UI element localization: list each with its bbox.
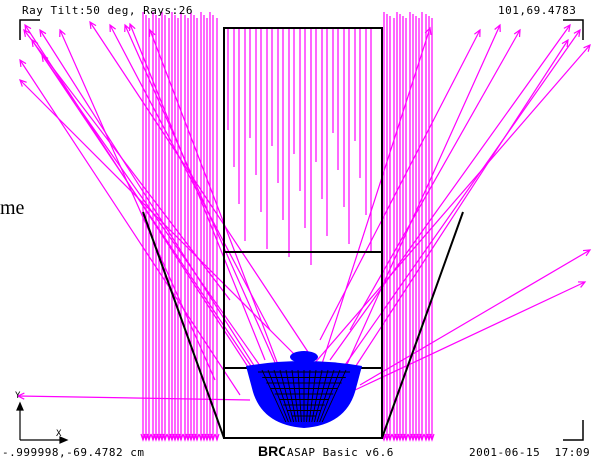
timestamp: 2001-06-15 17:09 [469,446,591,459]
diagonal-ray [339,24,501,381]
ray-arrowhead [403,433,409,442]
ray-arrowhead [59,28,66,38]
diagonal-ray [41,54,271,381]
diagonal-ray [23,29,231,301]
bottom-left-coordinate: -.999998,-69.4782 cm [2,446,145,459]
diagonal-ray [354,281,586,391]
grid-line [297,369,302,423]
ray-arrowhead [387,433,393,442]
frame-corner-top-right [563,19,584,40]
grid-line [308,369,317,423]
diagonal-ray [89,21,311,356]
ray-arrowhead [148,28,156,38]
grid-line [285,369,297,423]
ray-arrowhead [429,433,435,442]
diagonal-ray [319,27,431,371]
ray-arrowhead [41,53,49,63]
source-grid [258,369,350,423]
ray-arrowhead [513,28,521,38]
ray-arrowhead [419,433,425,442]
ray-arrowhead [494,23,501,33]
diagonal-ray [344,29,581,366]
diagonal-ray [59,29,216,381]
ray-arrowhead [577,281,587,288]
program-version: ASAP Basic v6.6 [287,446,394,459]
grid-line [273,369,292,423]
ray-arrowhead [89,20,97,30]
ray-arrowhead [128,22,136,32]
ray-arrowhead [474,28,481,38]
ray-arrowhead [39,28,47,38]
ray-arrowhead [19,58,27,68]
ray-arrowhead [162,433,168,442]
ray-arrowhead [194,433,200,442]
grid-line [261,369,287,423]
y-axis-arrow [16,401,24,411]
diagonal-ray [329,24,571,361]
ray-arrowhead [24,23,32,33]
grid-line [306,369,311,423]
diagonal-ray [19,59,241,396]
right-reflector-wall [381,211,464,439]
y-axis-label: Y [15,391,21,401]
ray-arrowhead [563,23,571,32]
grid-line [311,369,323,423]
ray-arrowhead [214,433,220,442]
plot-frame-corners [19,19,584,441]
diagonal-ray [359,249,591,386]
x-axis-arrow [59,436,69,444]
ray-arrowhead [23,28,31,37]
ray-info-label: Ray Tilt:50 deg, Rays:26 [22,4,193,17]
ray-arrowhead [19,79,27,87]
grid-line [313,369,329,423]
ray-arrowhead [573,28,581,38]
ray-arrowhead [582,249,592,257]
ray-arrowhead [178,433,184,442]
diagonal-ray [299,44,591,381]
grid-line [291,369,300,423]
diagonal-ray [349,39,569,376]
source-mesh [246,351,362,428]
ray-arrowhead [583,43,591,52]
grid-line [279,369,295,423]
frame-corner-bottom-right [563,420,584,441]
frame-corner-top-left [19,19,40,40]
ray-arrowhead [210,433,216,442]
left-reflector-wall [142,211,225,439]
diagonal-ray [109,24,271,331]
source-cap [290,351,318,363]
diagonal-ray [149,29,281,371]
ray-arrowhead [424,26,432,36]
top-right-coordinate: 101,69.4783 [498,4,577,17]
ray-arrowhead [561,38,569,48]
diagonal-ray [31,39,256,373]
ray-arrowhead [16,392,25,400]
grid-line [316,369,335,423]
side-text-fragment: me [0,197,25,219]
diagonal-ray [319,29,481,341]
grid-line [267,369,289,423]
housing-outline [223,27,383,439]
ray-arrowhead [109,23,116,33]
ray-bundle [16,12,592,442]
grid-line [319,369,341,423]
grid-line [321,369,347,423]
diagonal-ray [349,29,521,331]
diagonal-ray [17,395,251,401]
x-axis-label: X [56,429,62,439]
ray-arrowhead [124,23,131,33]
axis-indicator [16,401,69,444]
bro-logo-text: BRO [258,443,285,459]
diagonal-ray [19,79,301,361]
ray-arrowhead [146,433,152,442]
bro-logo: BRO [258,443,285,459]
